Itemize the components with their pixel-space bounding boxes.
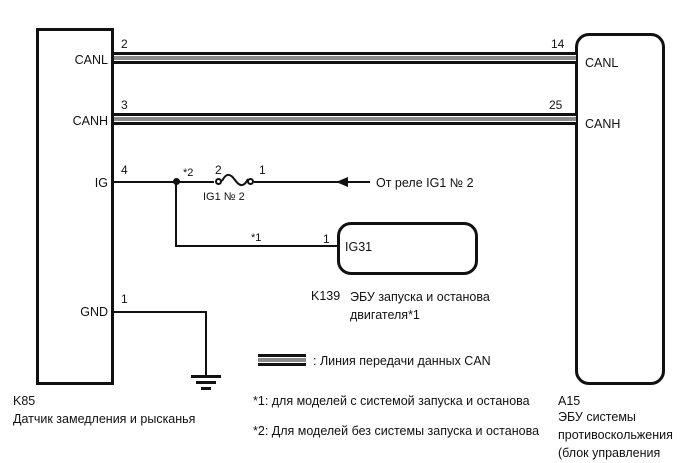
ecu-ig31-terminal-label: IG31 [345, 240, 373, 254]
legend-can-line-text: : Линия передачи данных CAN [313, 354, 491, 368]
footnote-marker-1-on-ig31-wire: *1 [251, 232, 262, 244]
ground-symbol-bar-2 [196, 381, 216, 384]
ecu-k139-description: ЭБУ запуска и останова двигателя*1 [350, 290, 490, 323]
can-bus-line-canl [114, 52, 576, 64]
ig-wire-segment-right [254, 181, 352, 183]
connector-a15-description: ЭБУ системы противоскольжения (блок упра… [558, 410, 673, 461]
ecu-ig31-box [337, 222, 478, 275]
pin-number-canh-right: 25 [549, 98, 563, 112]
relay-source-wire-tail [348, 181, 370, 183]
connector-a15-code: A15 [558, 394, 581, 408]
pin-number-canh-left: 3 [121, 98, 128, 112]
footnote-1-text: *1: для моделей с системой запуска и ост… [253, 394, 530, 408]
relay-source-arrow-icon [336, 177, 348, 187]
pin-number-canl-left: 2 [121, 37, 128, 51]
terminal-label-canl-right: CANL [585, 56, 619, 70]
ground-symbol-bar-3 [201, 387, 211, 390]
ig-wire-segment-left [114, 181, 214, 183]
pin-number-canl-right: 14 [551, 37, 565, 51]
terminal-label-canh-right: CANH [585, 117, 621, 131]
terminal-label-gnd-left: GND [80, 305, 108, 319]
ig31-pin-number: 1 [323, 232, 330, 246]
ground-symbol-bar-1 [191, 375, 221, 378]
fuse-wavy-element [221, 173, 249, 187]
pin-number-ig-left: 4 [121, 163, 128, 177]
fuse-pin-number-right: 1 [259, 163, 266, 177]
fuse-pin-number-left: 2 [215, 163, 222, 177]
connector-k85-code: K85 [13, 394, 36, 408]
connector-a15-box [575, 33, 665, 385]
fuse-terminal-circle-right [247, 178, 254, 185]
connector-k85-box [36, 28, 114, 385]
terminal-label-ig-left: IG [94, 176, 108, 190]
relay-source-label: От реле IG1 № 2 [376, 176, 474, 190]
footnote-marker-2-at-junction: *2 [183, 167, 194, 179]
ig31-branch-wire-vertical [175, 181, 177, 247]
terminal-label-canl-left: CANL [74, 53, 108, 67]
fuse-label: IG1 № 2 [203, 191, 245, 203]
ig31-branch-wire-horizontal [175, 245, 338, 247]
legend-can-line-symbol [258, 354, 306, 366]
gnd-wire-vertical [205, 311, 207, 375]
footnote-2-text: *2: Для моделей без системы запуска и ос… [253, 424, 540, 438]
gnd-wire-horizontal [114, 311, 207, 313]
pin-number-gnd-left: 1 [121, 292, 128, 306]
terminal-label-canh-left: CANH [72, 114, 108, 128]
can-bus-line-canh [114, 113, 576, 125]
connector-k85-description: Датчик замедления и рысканья [13, 412, 196, 426]
fuse-terminal-circle-left [215, 178, 222, 185]
ecu-k139-code: K139 [311, 289, 341, 303]
